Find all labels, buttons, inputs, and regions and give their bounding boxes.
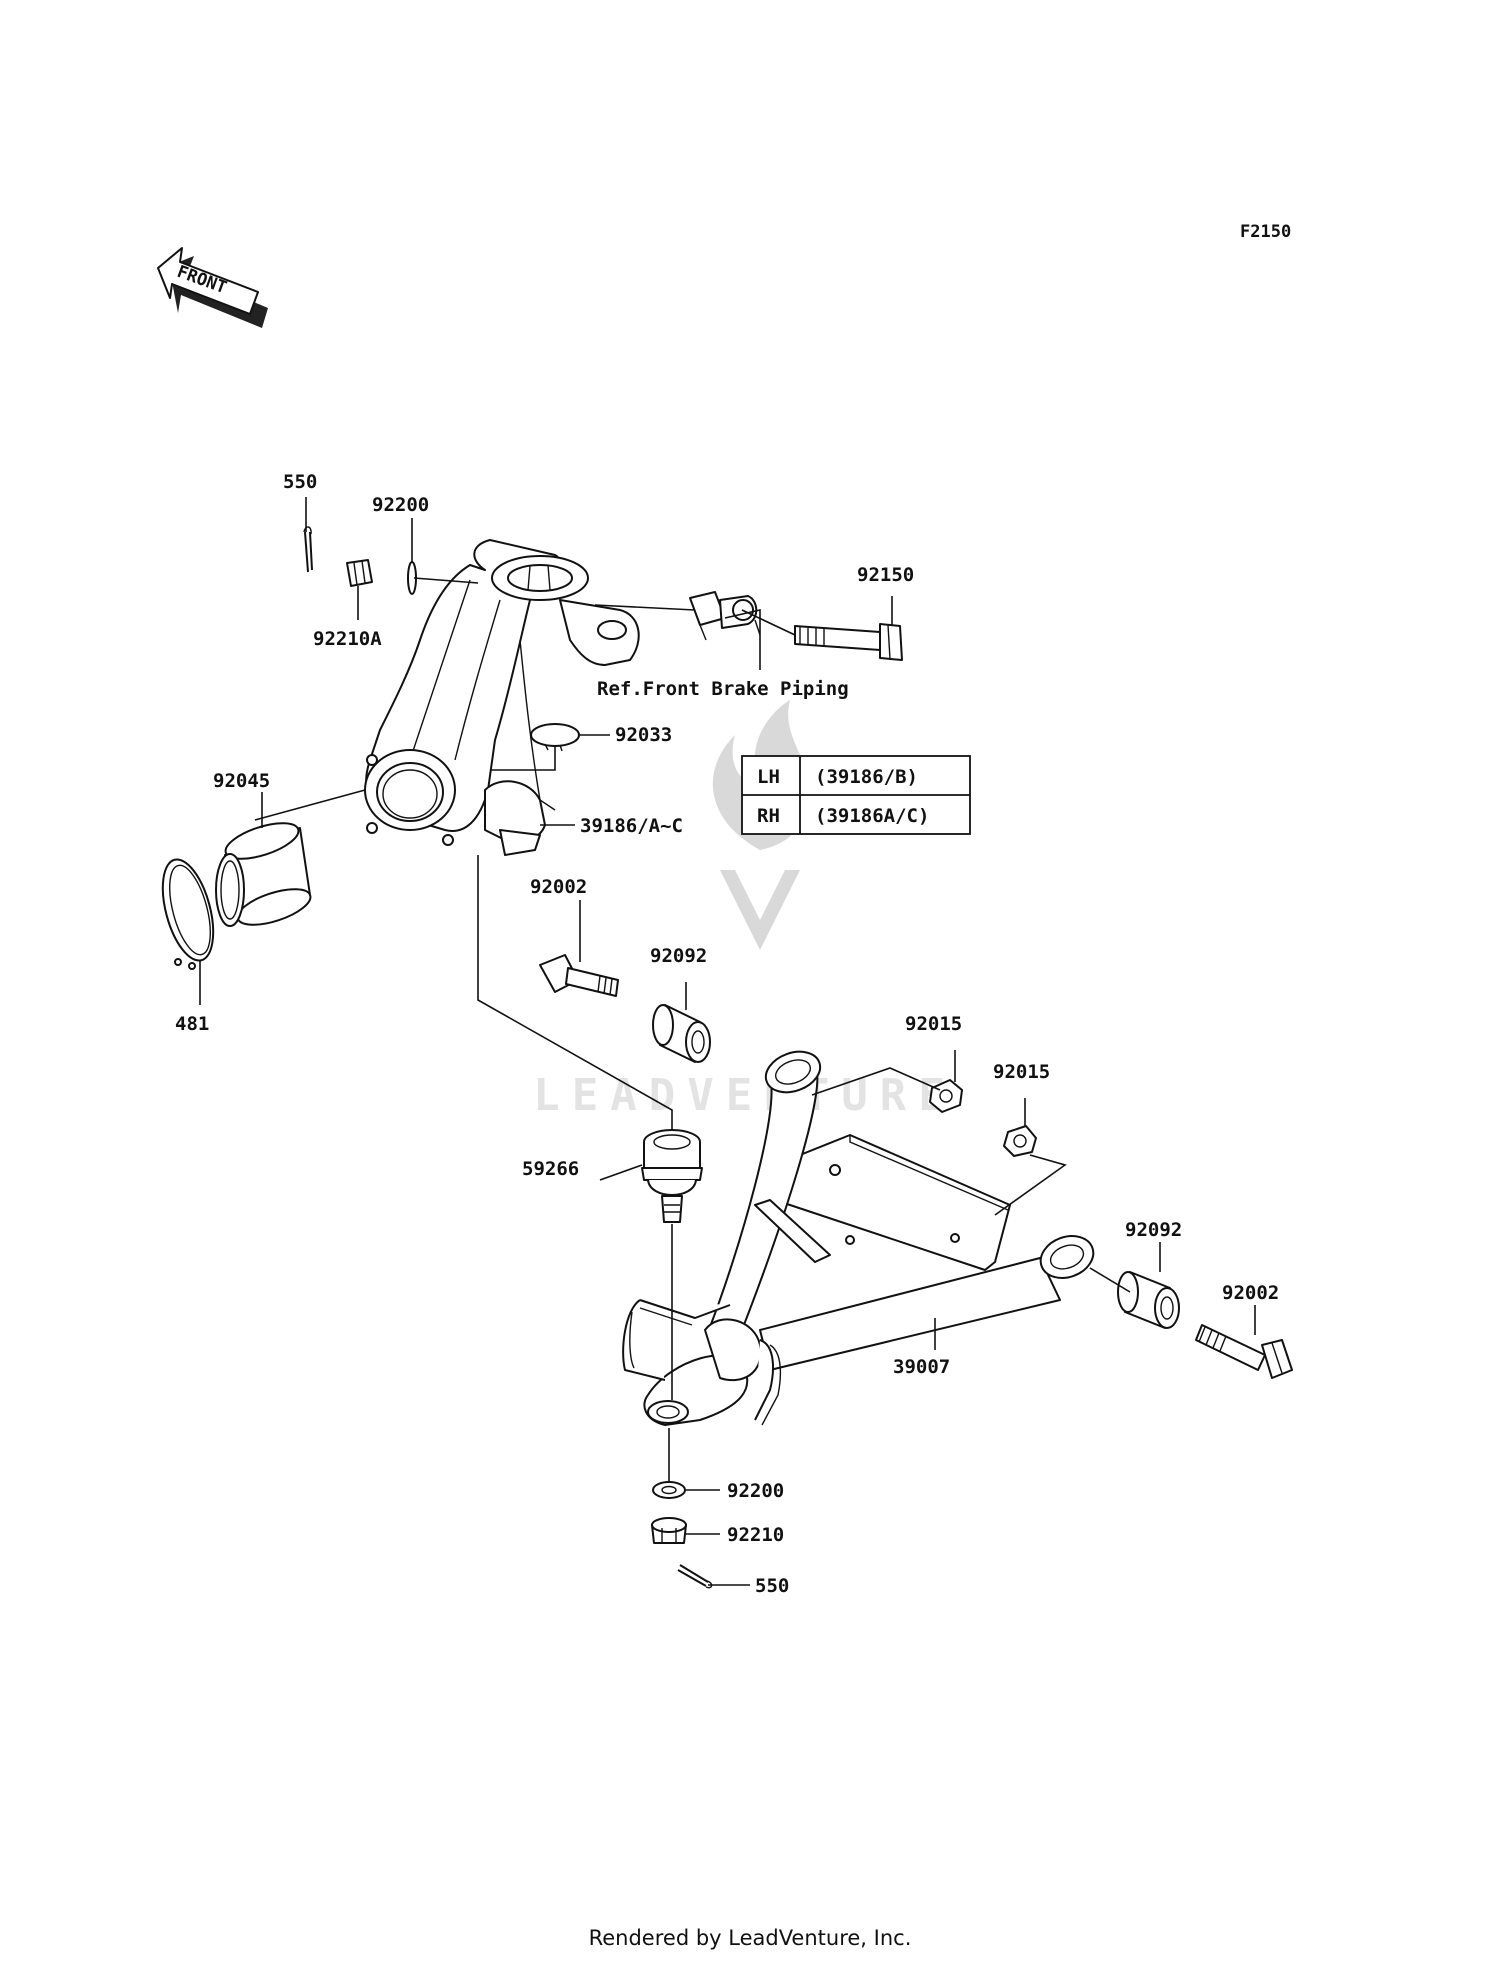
callout-92092-right: 92092 [1125,1219,1182,1241]
callout-92045: 92045 [213,770,270,792]
castle-nut-92210a [346,559,373,587]
front-arrow-icon: FRONT [157,247,268,328]
callout-92015-b: 92015 [993,1061,1050,1083]
footer-credit: Rendered by LeadVenture, Inc. [589,1926,912,1950]
brake-hose-bracket [689,591,761,641]
callout-92210: 92210 [727,1524,784,1546]
callout-92002-right: 92002 [1222,1282,1279,1304]
callout-39186: 39186/A~C [580,815,683,837]
ball-joint-59266 [641,1129,703,1223]
leader-lines [199,497,1256,1586]
flange-nut-92015-b [1003,1125,1037,1157]
callout-92033: 92033 [615,724,672,746]
callout-39007: 39007 [893,1356,950,1378]
table-row-rh-side: RH [757,805,780,827]
a-arm-39007 [622,1050,1095,1426]
side-part-table: LH (39186/B) RH (39186A/C) [741,755,971,835]
callout-92015-a: 92015 [905,1013,962,1035]
reference-note-brake-piping: Ref.Front Brake Piping [597,678,849,700]
washer-92200-bottom [652,1481,686,1499]
callout-92200-top: 92200 [372,494,429,516]
bushing-92092-right [1117,1271,1180,1329]
cotter-pin-550-top [303,526,313,573]
callout-labels: 550 92200 92210A 92150 Ref.Front Brake P… [175,471,1279,1597]
bolt-92002-left [539,954,619,997]
table-row-rh-part: (39186A/C) [815,805,929,827]
flange-nut-92015-a [929,1079,963,1113]
callout-92210a: 92210A [313,628,382,650]
table-row-lh-side: LH [757,766,780,788]
callout-92002-left: 92002 [530,876,587,898]
callout-550-bottom: 550 [755,1575,789,1597]
table-row-lh-part: (39186/B) [815,766,918,788]
bolt-92002-right [1195,1324,1293,1379]
callout-59266: 59266 [522,1158,579,1180]
bearing-92045 [215,822,312,927]
bolt-92150 [794,623,903,661]
bushing-92092-left [652,1004,711,1063]
callout-550-top: 550 [283,471,317,493]
callout-92150: 92150 [857,564,914,586]
callout-92200-bottom: 92200 [727,1480,784,1502]
callout-92092-left: 92092 [650,945,707,967]
circlip-481 [161,858,215,970]
callout-481: 481 [175,1013,209,1035]
steering-knuckle [364,539,640,856]
watermark-text: LEADVENTURE [533,1070,956,1121]
cotter-pin-550-bottom [677,1564,713,1589]
castle-nut-92210 [651,1517,687,1544]
diagram-code: F2150 [1240,222,1291,242]
